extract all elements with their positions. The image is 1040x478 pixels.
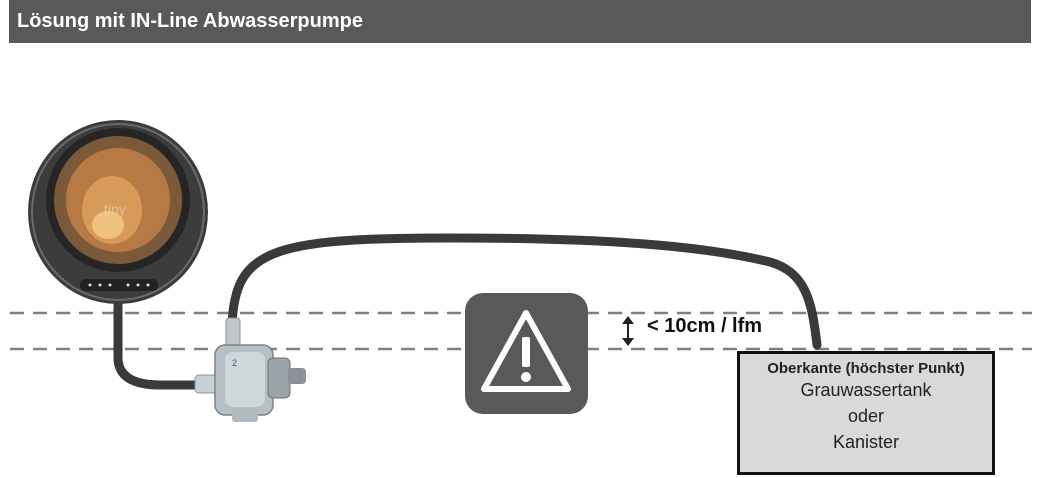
drain-hose-to-tank: [227, 233, 822, 350]
drain-hose-to-pump: [113, 295, 215, 390]
distance-arrow-icon: [622, 316, 634, 346]
tank-line-1: Grauwassertank: [800, 380, 932, 400]
height-difference-label: < 10cm / lfm: [647, 315, 763, 337]
page-title: Lösung mit IN-Line Abwasserpumpe: [9, 0, 1031, 43]
warning-box: [465, 293, 588, 414]
warning-triangle-icon: [481, 310, 571, 392]
washing-machine: tiny: [28, 120, 208, 304]
inline-pump: 2: [194, 317, 306, 422]
greywater-tank: Oberkante (höchster Punkt) Grauwassertan…: [737, 351, 995, 475]
machine-brand-label: tiny: [104, 201, 126, 217]
tank-line-3: Kanister: [832, 432, 900, 452]
svg-text:2: 2: [232, 358, 237, 368]
tank-title: Oberkante (höchster Punkt): [767, 360, 965, 377]
tank-line-2: oder: [847, 406, 885, 426]
